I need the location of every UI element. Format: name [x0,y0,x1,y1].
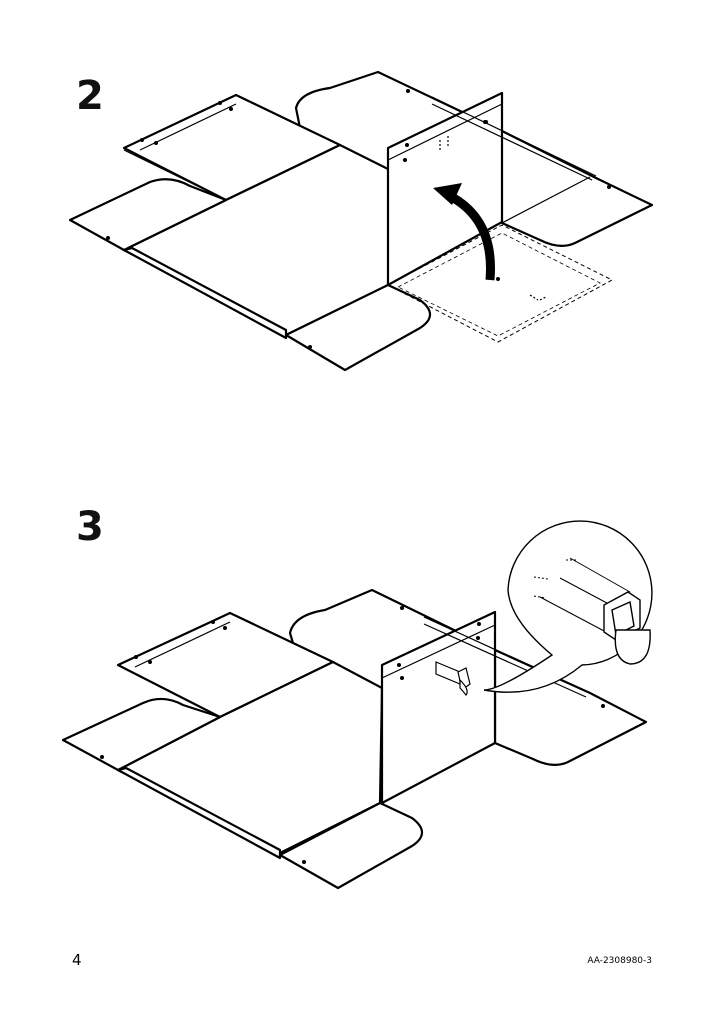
curved-arrow-icon [433,183,495,281]
step-number-2: 2 [76,73,104,119]
raised-panel [380,610,497,805]
step-3-illustration [61,520,653,890]
page-number: 4 [72,951,82,969]
step-2-illustration [68,70,654,372]
left-flap [61,697,222,772]
step-number-3: 3 [76,504,104,550]
handle-small [435,661,471,696]
handle-detail-icon [483,520,653,693]
front-flap [284,283,432,372]
right-side-flap [498,128,654,247]
left-flap [68,178,228,252]
previous-position-outline [386,224,614,343]
left-rail [116,766,282,860]
front-flap [278,801,424,890]
document-code: AA-2308980-3 [587,956,652,966]
left-rail [122,246,288,340]
